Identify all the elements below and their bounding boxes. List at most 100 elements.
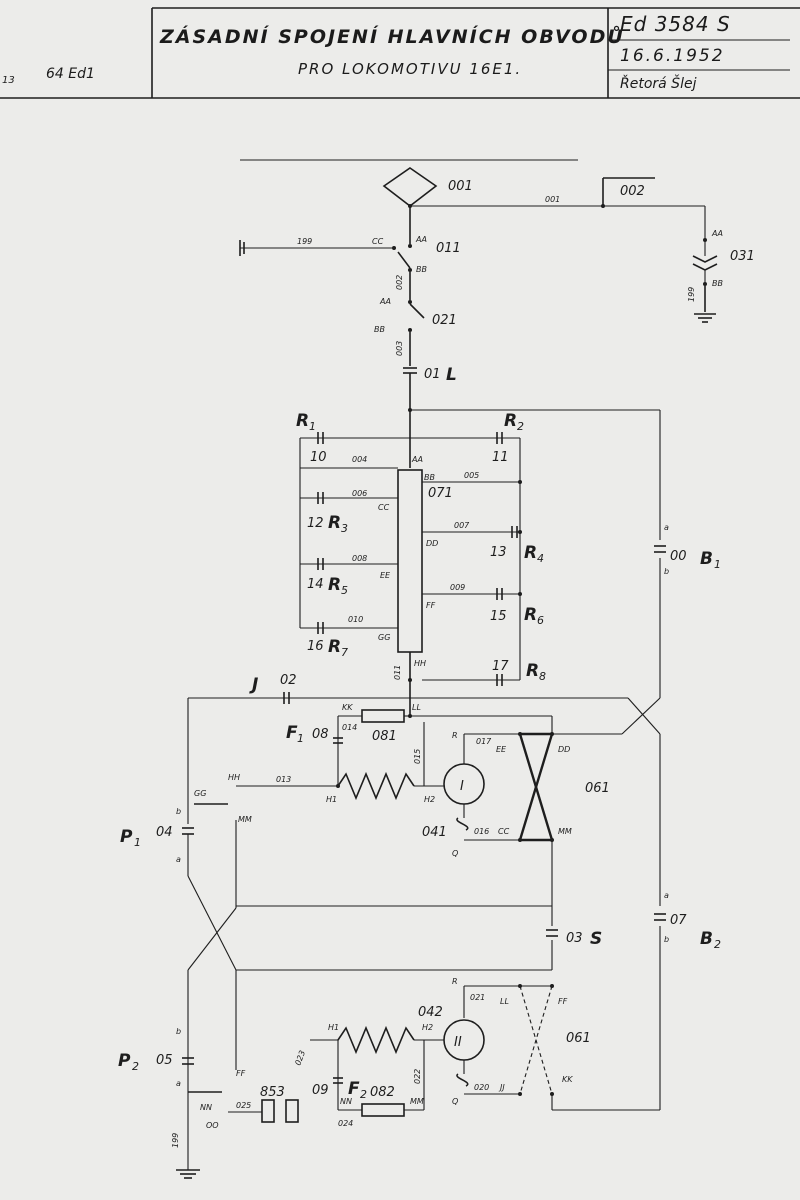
label-p1-a: a	[176, 855, 181, 864]
label-h2: H2	[424, 795, 435, 804]
label-wire-015: 015	[413, 749, 422, 764]
label-wire-199-bottom: 199	[171, 1133, 180, 1148]
label-dd: DD	[558, 745, 570, 754]
label-wire-017: 017	[476, 737, 492, 746]
label-p2: P	[118, 1051, 131, 1071]
label-mm: MM	[238, 815, 252, 824]
label-switch-gg: GG	[378, 633, 390, 642]
pantograph	[240, 159, 705, 236]
label-wire-199-right: 199	[687, 287, 696, 302]
label-00: 00	[670, 549, 687, 564]
right-feeder	[621, 410, 666, 1110]
label-p1: P	[120, 827, 133, 847]
label-r7: R	[328, 637, 341, 657]
title-block-frame	[0, 7, 800, 99]
label-071: 071	[428, 486, 453, 501]
diagram-title: ZÁSADNÍ SPOJENÍ HLAVNÍCH OBVODŮ	[160, 26, 625, 48]
label-b2: B	[700, 929, 713, 949]
label-07: 07	[670, 913, 687, 928]
label-031: 031	[730, 249, 755, 264]
diagram-subtitle: PRO LOKOMOTIVU 16E1.	[298, 60, 523, 78]
label-mm3: MM	[410, 1097, 424, 1106]
label-05: 05	[156, 1053, 173, 1068]
document-number: Ed 3584 S	[620, 12, 731, 36]
label-kk2: KK	[562, 1075, 573, 1084]
contactor-p1	[182, 803, 237, 1170]
label-01: 01	[424, 367, 441, 382]
label-wire-008: 008	[352, 554, 367, 563]
label-wire-003: 003	[395, 341, 404, 356]
label-p1-b: b	[176, 807, 181, 816]
label-r5: R	[328, 575, 341, 595]
label-b1-sub: 1	[714, 558, 721, 571]
label-wire-020: 020	[474, 1083, 489, 1092]
label-09: 09	[312, 1083, 329, 1098]
label-13: 13	[490, 545, 507, 560]
label-mm2: MM	[558, 827, 572, 836]
label-042: 042	[418, 1005, 443, 1020]
motor-2-section	[310, 984, 660, 1117]
label-wire-024: 024	[338, 1119, 353, 1128]
label-f2: F	[348, 1079, 360, 1099]
label-switch-ee: EE	[380, 571, 391, 580]
label-r-motor2: R	[452, 977, 458, 986]
label-r1-sub: 1	[309, 420, 316, 433]
label-17: 17	[492, 659, 509, 674]
label-081: 081	[372, 729, 397, 744]
label-011-cc: CC	[372, 237, 384, 246]
motor-1-section	[187, 692, 661, 908]
label-r3: R	[328, 513, 341, 533]
label-wire-001: 001	[545, 195, 560, 204]
label-12: 12	[307, 516, 324, 531]
title-block: ZÁSADNÍ SPOJENÍ HLAVNÍCH OBVODŮ PRO LOKO…	[0, 0, 800, 100]
label-r2-sub: 2	[517, 420, 524, 433]
label-041: 041	[422, 825, 447, 840]
label-wire-010: 010	[348, 615, 363, 624]
label-motor-1: I	[460, 779, 464, 794]
label-021-bb: BB	[374, 325, 385, 334]
label-b2-sub: 2	[714, 938, 721, 951]
label-kk: KK	[342, 703, 353, 712]
label-r8-sub: 8	[539, 670, 546, 683]
label-011-bb: BB	[416, 265, 427, 274]
label-ll2: LL	[500, 997, 509, 1006]
label-ff: FF	[558, 997, 568, 1006]
label-04: 04	[156, 825, 173, 840]
label-nn: NN	[200, 1103, 212, 1112]
label-wire-199-top: 199	[297, 237, 312, 246]
label-q1: Q	[452, 849, 458, 858]
label-011-aa: AA	[415, 235, 427, 244]
label-f1: F	[286, 723, 298, 743]
fuse-01	[403, 367, 660, 412]
label-p2-a: a	[176, 1079, 181, 1088]
label-031-bb: BB	[712, 279, 723, 288]
label-s: S	[590, 929, 602, 949]
label-h1b: H1	[328, 1023, 339, 1032]
label-001: 001	[448, 179, 473, 194]
label-061-top: 061	[585, 781, 610, 796]
label-wire-005: 005	[464, 471, 479, 480]
label-wire-006: 006	[352, 489, 367, 498]
label-wire-011: 011	[393, 665, 402, 680]
label-r8: R	[526, 661, 539, 681]
label-14: 14	[307, 577, 324, 592]
signature: Řetorá Šlej	[620, 76, 697, 92]
label-wire-021: 021	[470, 993, 485, 1002]
label-wire-016: 016	[474, 827, 489, 836]
label-cc2: CC	[498, 827, 510, 836]
label-h1: H1	[326, 795, 337, 804]
label-wire-025: 025	[236, 1101, 251, 1110]
label-11: 11	[492, 450, 509, 465]
label-r3-sub: 3	[341, 522, 348, 535]
label-021: 021	[432, 313, 457, 328]
label-hh: HH	[228, 773, 240, 782]
label-16: 16	[307, 639, 324, 654]
label-switch-aa: AA	[411, 455, 423, 464]
contactor-s	[235, 905, 558, 1070]
label-r5-sub: 5	[341, 584, 348, 597]
label-wire-002: 002	[395, 275, 404, 290]
label-ll: LL	[412, 703, 421, 712]
label-061-bottom: 061	[566, 1031, 591, 1046]
label-b1: B	[700, 549, 713, 569]
label-wire-009: 009	[450, 583, 465, 592]
